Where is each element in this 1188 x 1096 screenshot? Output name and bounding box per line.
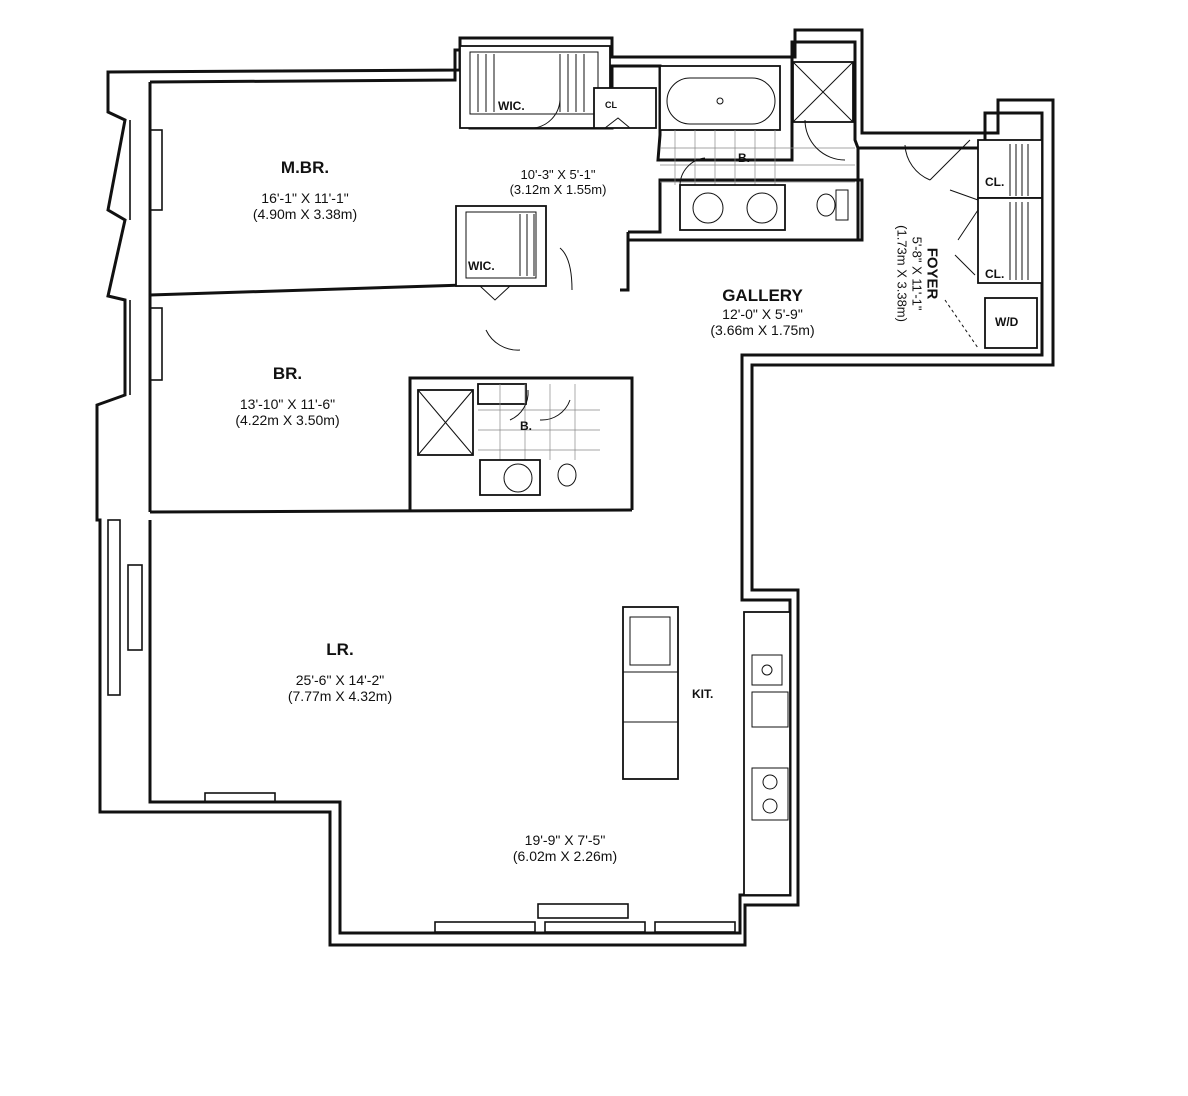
master-bedroom-dim-ft: 16'-1" X 11'-1" xyxy=(261,189,349,206)
kitchen xyxy=(622,606,791,896)
bedroom-dim-m: (4.22m X 3.50m) xyxy=(235,411,340,428)
linen-closet-name: CL xyxy=(605,100,617,110)
wic-1-name: WIC. xyxy=(498,99,525,113)
bedroom-dim-ft: 13'-10" X 11'-6" xyxy=(239,395,336,412)
wic-2-name: WIC. xyxy=(468,259,495,273)
gallery-dim-ft: 12'-0" X 5'-9" xyxy=(722,305,803,322)
gallery-dim-m: (3.66m X 1.75m) xyxy=(710,321,815,338)
master-bath-name: B. xyxy=(738,151,750,165)
master-bath-dim-ft: 10'-3" X 5'-1" xyxy=(520,167,596,182)
bedroom-label: BR. 13'-10" X 11'-6" (4.22m X 3.50m) xyxy=(200,364,375,428)
foyer-dim-m: (1.73m X 3.38m) xyxy=(894,225,910,322)
master-bath-dim-label: 10'-3" X 5'-1" (3.12m X 1.55m) xyxy=(488,167,628,198)
wic-1 xyxy=(459,45,611,129)
bath-2-fixtures xyxy=(417,383,600,496)
master-bath-fixtures xyxy=(659,61,855,231)
dining-dim-m: (6.02m X 2.26m) xyxy=(512,848,618,865)
closet-1-name: CL. xyxy=(985,175,1005,189)
dining-label: 19'-9" X 7'-5" (6.02m X 2.26m) xyxy=(480,832,650,864)
foyer-closets xyxy=(904,139,1043,349)
gallery-label: GALLERY 12'-0" X 5'-9" (3.66m X 1.75m) xyxy=(680,286,845,338)
closet-2-name: CL. xyxy=(985,267,1005,281)
living-room-dim-m: (7.77m X 4.32m) xyxy=(287,687,393,704)
foyer-name: FOYER xyxy=(923,247,941,300)
foyer-label: FOYER 5'-8" X 11'-1" (1.73m X 3.38m) xyxy=(893,199,940,349)
bedroom-name: BR. xyxy=(272,364,303,383)
kitchen-name: KIT. xyxy=(692,687,714,701)
washer-dryer-name: W/D xyxy=(995,315,1019,329)
dining-dim-ft: 19'-9" X 7'-5" xyxy=(524,832,606,848)
partitions xyxy=(148,82,864,514)
master-bedroom-name: M.BR. xyxy=(280,158,330,177)
bottom-windows xyxy=(204,792,736,933)
bath-2-name: B. xyxy=(520,419,532,433)
left-windows xyxy=(107,120,163,696)
outer-wall-outline xyxy=(95,28,1055,947)
living-room-name: LR. xyxy=(326,640,354,659)
master-bath-dim-m: (3.12m X 1.55m) xyxy=(509,181,607,197)
foyer-dim-ft: 5'-8" X 11'-1" xyxy=(909,236,925,311)
wic-2 xyxy=(455,205,573,351)
linen-closet xyxy=(593,87,657,129)
master-bedroom-label: M.BR. 16'-1" X 11'-1" (4.90m X 3.38m) xyxy=(220,158,390,222)
gallery-name: GALLERY xyxy=(722,286,803,305)
living-room-label: LR. 25'-6" X 14'-2" (7.77m X 4.32m) xyxy=(255,640,425,704)
master-bedroom-dim-m: (4.90m X 3.38m) xyxy=(252,205,358,222)
living-room-dim-ft: 25'-6" X 14'-2" xyxy=(295,671,385,688)
